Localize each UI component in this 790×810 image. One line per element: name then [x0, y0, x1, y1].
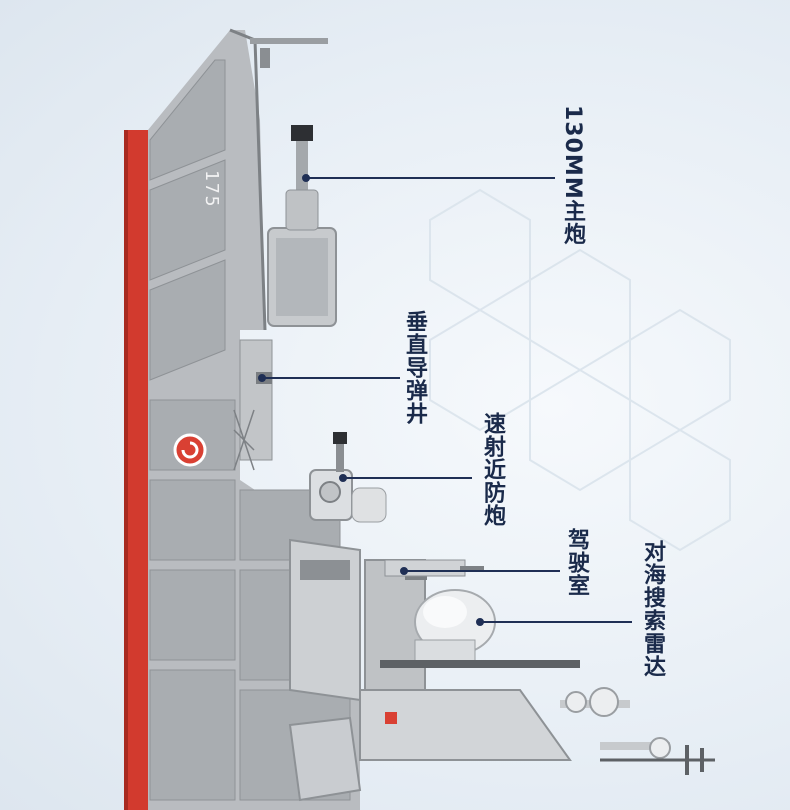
hexagon-pattern	[429, 188, 731, 552]
callout-leader-lines	[258, 174, 632, 626]
radar-dome	[414, 589, 496, 665]
bow-fitting	[250, 38, 328, 44]
main-gun-turret	[267, 125, 337, 327]
callout-bridge: 驾驶室	[564, 528, 589, 597]
callout-ciws: 速射近防炮	[480, 412, 505, 527]
red-emblem	[173, 433, 207, 467]
callout-main-gun: 130MM主炮	[560, 105, 585, 246]
hull-number: 175	[201, 170, 222, 209]
ciws-mount	[309, 432, 387, 523]
callout-radar: 对海搜索雷达	[640, 540, 665, 678]
callout-vls: 垂直导弹井	[402, 310, 427, 425]
vls-block	[233, 339, 273, 471]
mast-structure	[288, 660, 715, 802]
